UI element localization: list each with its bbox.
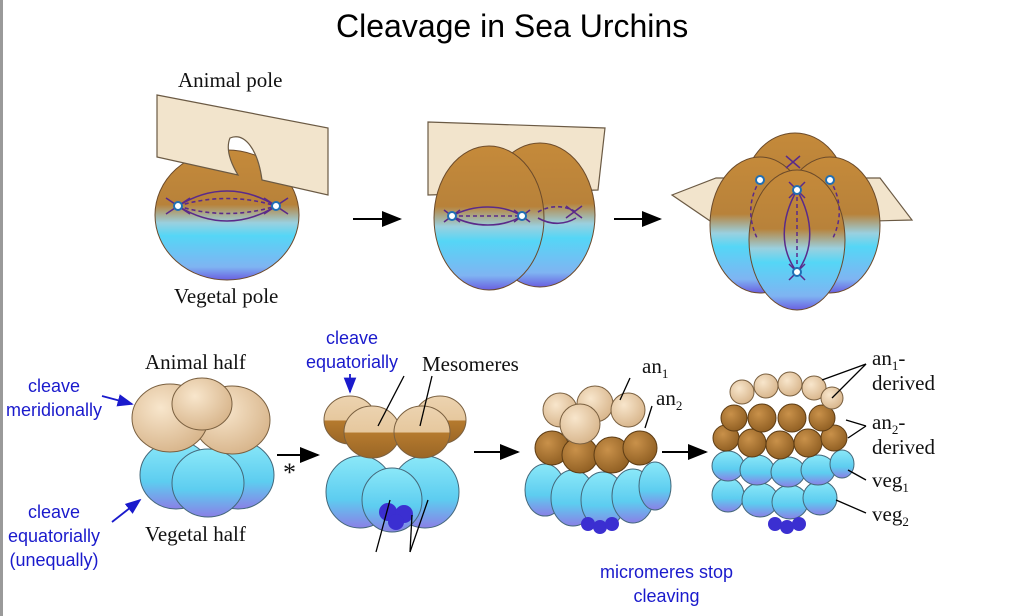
label-vegetal-pole: Vegetal pole: [174, 284, 279, 308]
annotation-cleave-unequally: cleave equatorially (unequally): [8, 502, 101, 570]
label-an1: an1: [642, 354, 669, 382]
egg-stage-1: [154, 94, 329, 281]
label-mesomeres: Mesomeres: [422, 352, 519, 376]
label-asterisk: *: [283, 458, 296, 487]
egg-stage-2: [427, 121, 606, 291]
label-an2-derived-word: derived: [872, 435, 935, 459]
label-an2: an2: [656, 386, 683, 414]
label-veg1: veg1: [872, 468, 909, 496]
label-animal-pole: Animal pole: [178, 68, 283, 92]
embryo-64-cell: [711, 371, 855, 534]
embryo-32-cell: [524, 385, 672, 534]
cleavage-plane-1: [156, 94, 329, 196]
label-an2-derived: an2-: [872, 410, 906, 438]
egg-stage-3: [670, 132, 914, 311]
leader-lines: [375, 363, 867, 553]
label-veg2: veg2: [872, 502, 909, 530]
annotation-cleave-meridionally: cleave meridionally: [6, 376, 103, 420]
label-animal-half: Animal half: [145, 350, 246, 374]
embryo-8-cell: [131, 377, 275, 518]
label-an1-derived-word: derived: [872, 371, 935, 395]
page-title: Cleavage in Sea Urchins: [336, 8, 689, 44]
annotation-arrows: [101, 374, 357, 523]
embryo-16-cell: [323, 395, 467, 533]
annotation-cleave-equatorially: cleave equatorially: [306, 328, 399, 372]
label-an1-derived: an1-: [872, 346, 906, 374]
annotation-micromeres-stop: micromeres stop cleaving: [600, 562, 734, 606]
left-border: [0, 0, 3, 616]
label-vegetal-half: Vegetal half: [145, 522, 246, 546]
